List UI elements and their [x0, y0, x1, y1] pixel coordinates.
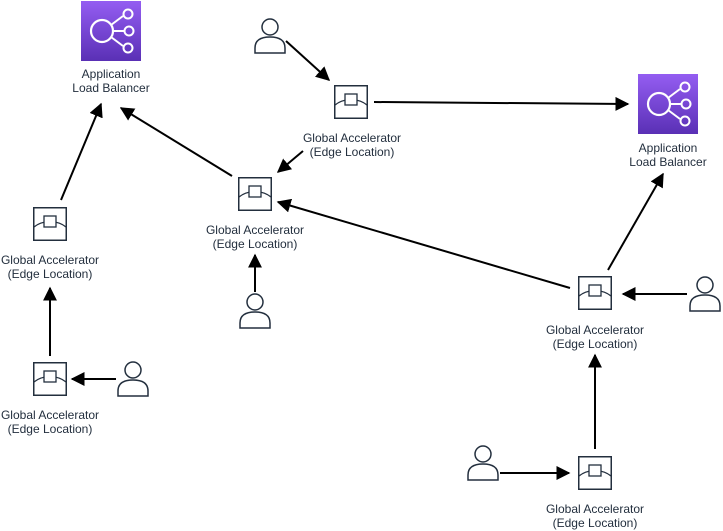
user-icon	[239, 293, 271, 329]
node-label-line1: Global Accelerator	[1, 253, 99, 267]
load-balancer-icon	[638, 74, 698, 134]
node-label-line2: Load Balancer	[72, 81, 149, 95]
node-label-line1: Global Accelerator	[546, 502, 644, 516]
node-label-line2: (Edge Location)	[213, 237, 298, 251]
user-icon	[689, 276, 721, 312]
arrow-ga1-to-alb1	[60, 102, 103, 201]
load-balancer-icon	[81, 1, 141, 61]
global-accelerator-ga5: Global Accelerator(Edge Location)	[546, 276, 644, 351]
edge-location-icon	[578, 276, 612, 310]
global-accelerator-ga1: Global Accelerator(Edge Location)	[1, 207, 99, 281]
edge-location-icon	[33, 362, 67, 396]
user-icon	[254, 18, 286, 54]
edge-location-icon	[578, 456, 612, 490]
user-icon	[117, 361, 149, 397]
arrow-ga5-to-ga3	[276, 198, 571, 289]
node-label-line2: (Edge Location)	[8, 267, 93, 281]
node-label-line1: Global Accelerator	[303, 131, 401, 145]
user-icon	[467, 445, 499, 481]
global-accelerator-ga2: Global Accelerator(Edge Location)	[303, 85, 401, 159]
arrow-user1-to-ga2	[285, 40, 331, 81]
node-label-line1: Global Accelerator	[1, 408, 99, 422]
node-label-line1: Application	[639, 141, 698, 155]
arrow-ga2-to-alb2	[373, 96, 630, 111]
node-label-line2: (Edge Location)	[553, 337, 638, 351]
node-label-line1: Application	[82, 67, 141, 81]
node-label-line1: Global Accelerator	[206, 223, 304, 237]
global-accelerator-ga4: Global Accelerator(Edge Location)	[1, 362, 99, 436]
arrow-user1-to-ga3	[276, 150, 304, 173]
edge-location-icon	[33, 207, 67, 241]
node-label-line2: (Edge Location)	[553, 516, 638, 530]
node-label-line2: (Edge Location)	[8, 422, 93, 436]
node-label-line1: Global Accelerator	[546, 323, 644, 337]
global-accelerator-ga6: Global Accelerator(Edge Location)	[546, 456, 644, 530]
edge-location-icon	[334, 85, 368, 119]
node-label-line2: (Edge Location)	[310, 145, 395, 159]
node-label-line2: Load Balancer	[629, 155, 706, 169]
edge-location-icon	[238, 177, 272, 211]
global-accelerator-ga3: Global Accelerator(Edge Location)	[206, 177, 304, 251]
arrow-ga3-to-alb1	[119, 107, 233, 177]
connections	[43, 40, 687, 480]
arrow-ga5-to-alb2	[607, 172, 664, 271]
